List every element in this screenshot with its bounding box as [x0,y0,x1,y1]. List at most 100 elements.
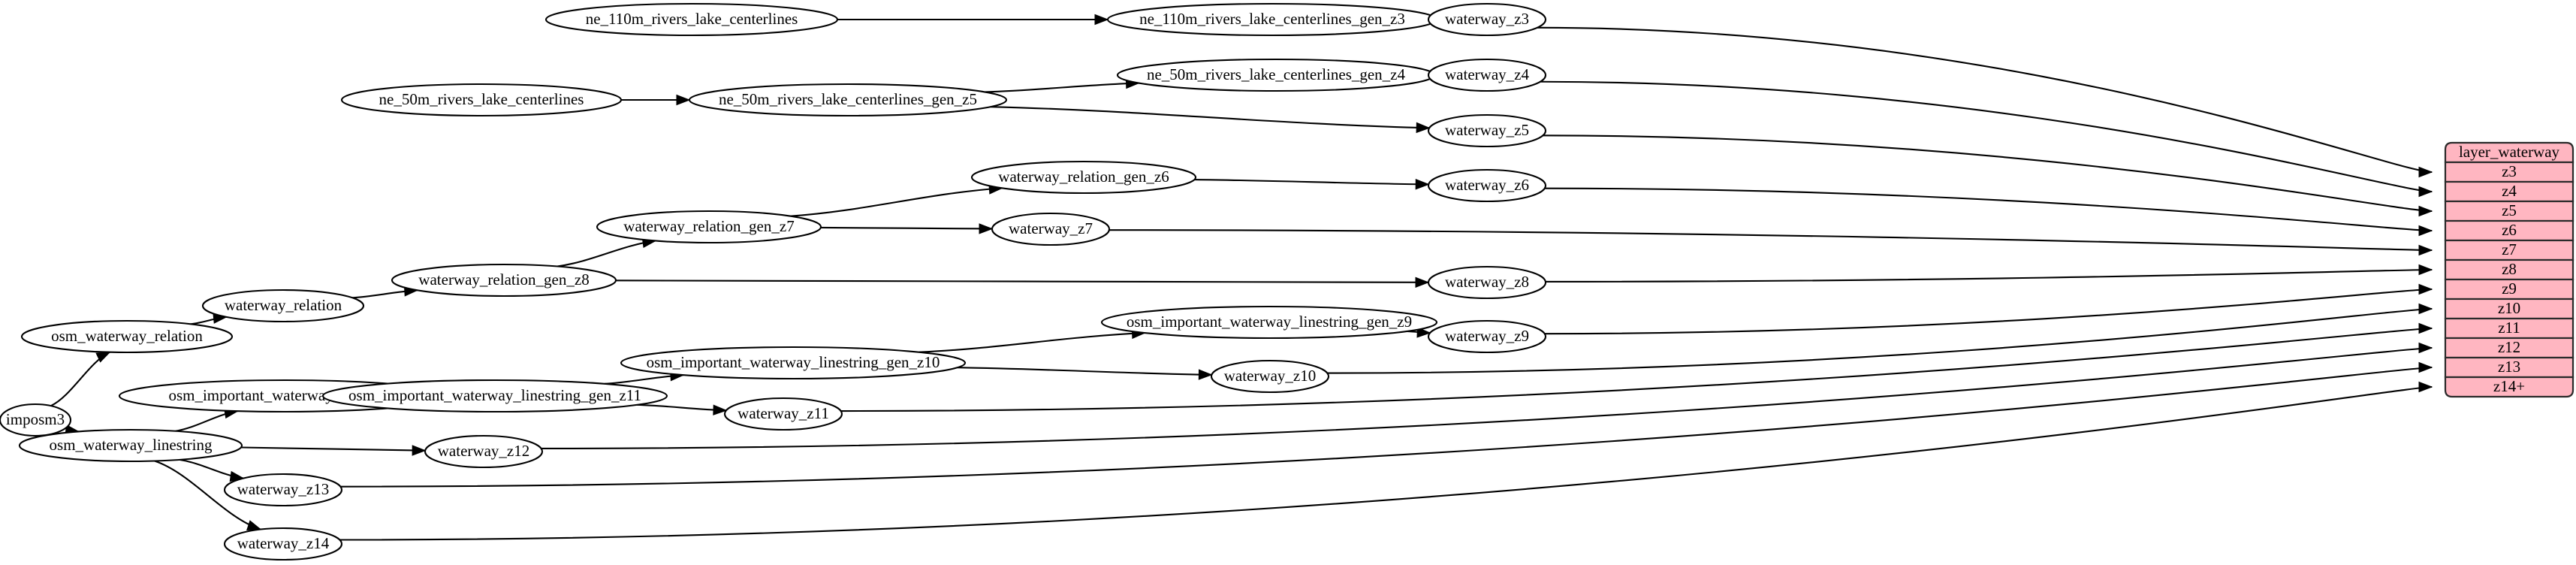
graph-node-osm_waterway_linestring[interactable]: osm_waterway_linestring [18,428,243,463]
node-shape [1427,113,1547,148]
graph-node-ne_110m_rivers_lake_centerlines[interactable]: ne_110m_rivers_lake_centerlines [544,2,839,37]
edge-arrowhead [2418,342,2433,354]
node-label: waterway_z4 [1445,65,1529,83]
layer-table-row-z13[interactable] [2444,356,2574,379]
graph-node-waterway_z7[interactable]: waterway_z7 [991,212,1111,246]
node-shape [1100,305,1438,340]
edge-arrowhead [246,520,262,530]
node-shape [0,403,72,437]
node-label: waterway_z6 [1445,176,1529,194]
nodes-layer: imposm3 osm_waterway_relation osm_waterway… [0,2,1547,561]
layer-table-row-label: z3 [2502,162,2517,180]
node-shape [340,83,623,117]
edge-arrowhead [2418,303,2433,315]
edge-arrowhead [2418,166,2433,178]
layer-table-row-z12[interactable] [2444,337,2574,359]
graph-node-waterway_relation[interactable]: waterway_relation [201,289,365,323]
node-label: osm_important_waterway_linestring_gen_z1… [348,386,641,404]
node-label: waterway_z13 [237,480,329,498]
edge-arrowhead [2418,381,2433,393]
graph-node-osm_waterway_relation[interactable]: osm_waterway_relation [20,319,234,354]
graph-node-waterway_relation_gen_z8[interactable]: waterway_relation_gen_z8 [391,263,617,298]
layer-table-row-label: z7 [2502,240,2517,258]
graph-node-waterway_z10[interactable]: waterway_z10 [1210,359,1330,394]
graph-node-waterway_z13[interactable]: waterway_z13 [223,473,343,507]
layer-table-row-z9[interactable] [2444,278,2574,301]
edge-waterway_relation_gen_z7-to-waterway_relation_gen_z6 [790,187,1003,217]
edge-waterway_z5-to-layer_waterway-z5 [1543,134,2433,213]
graph-node-waterway_z8[interactable]: waterway_z8 [1427,265,1547,300]
node-label: waterway_relation_gen_z6 [998,168,1169,186]
layer-table-title: layer_waterway [2459,143,2560,161]
node-label: waterway_z14 [237,534,330,552]
node-shape [1427,168,1547,203]
node-shape [1427,2,1547,37]
layer-table-row-label: z9 [2502,279,2517,298]
edge-arrowhead [2418,225,2433,237]
edge-arrowhead [1198,369,1213,380]
node-label: waterway_relation_gen_z8 [418,270,589,289]
layer-table-row-label: z8 [2502,260,2517,278]
edges-layer [50,14,2433,541]
graph-node-waterway_relation_gen_z6[interactable]: waterway_relation_gen_z6 [970,160,1197,195]
edge-arrowhead [2418,361,2433,373]
node-label: waterway_relation_gen_z7 [623,217,794,235]
node-shape [688,83,1008,117]
edge-waterway_z13-to-layer_waterway-z13 [340,366,2433,488]
graph-node-osm_important_waterway_linestring_gen_z9[interactable]: osm_important_waterway_linestring_gen_z9 [1100,305,1438,340]
edge-osm_important_waterway_linestring_gen_z11-to-waterway_z11 [637,403,727,412]
node-label: waterway_z9 [1445,327,1529,345]
graph-node-ne_50m_rivers_lake_centerlines_gen_z4[interactable]: ne_50m_rivers_lake_centerlines_gen_z4 [1116,58,1436,92]
edge-osm_important_waterway_linestring_gen_z10-to-waterway_z10 [957,367,1212,376]
edge-osm_waterway_linestring-to-waterway_z14 [154,460,261,530]
graph-node-waterway_z3[interactable]: waterway_z3 [1427,2,1547,37]
graph-node-ne_50m_rivers_lake_centerlines[interactable]: ne_50m_rivers_lake_centerlines [340,83,623,117]
graph-node-waterway_relation_gen_z7[interactable]: waterway_relation_gen_z7 [596,210,822,244]
edge-waterway_z9-to-layer_waterway-z9 [1544,288,2433,335]
graph-node-osm_important_waterway_linestring_gen_z10[interactable]: osm_important_waterway_linestring_gen_z1… [620,346,967,380]
graph-node-waterway_z9[interactable]: waterway_z9 [1427,319,1547,354]
node-label: osm_waterway_relation [51,327,203,345]
node-label: waterway_z3 [1445,10,1529,28]
graph-node-waterway_z6[interactable]: waterway_z6 [1427,168,1547,203]
graph-node-waterway_z14[interactable]: waterway_z14 [223,527,343,561]
layer-table-row-label: z5 [2502,201,2517,219]
edge-waterway_z3-to-layer_waterway-z3 [1537,26,2433,174]
graph-node-waterway_z4[interactable]: waterway_z4 [1427,58,1547,92]
graph-node-ne_110m_rivers_lake_centerlines_gen_z3[interactable]: ne_110m_rivers_lake_centerlines_gen_z3 [1106,2,1438,37]
layer-table-row-z14plus[interactable] [2444,376,2574,398]
graph-node-waterway_z12[interactable]: waterway_z12 [424,434,544,469]
graph-node-osm_important_waterway_linestring_gen_z11[interactable]: osm_important_waterway_linestring_gen_z1… [321,379,668,413]
edge-waterway_z6-to-layer_waterway-z6 [1544,187,2433,232]
edge-arrowhead [2418,283,2433,295]
layer-table-row-label: z12 [2498,338,2520,356]
layer-table-row-label: z13 [2498,358,2520,376]
node-shape [991,212,1111,246]
edge-arrowhead [1415,276,1430,289]
graph-node-ne_50m_rivers_lake_centerlines_gen_z5[interactable]: ne_50m_rivers_lake_centerlines_gen_z5 [688,83,1008,117]
edge-arrowhead [2418,244,2433,256]
node-label: ne_50m_rivers_lake_centerlines_gen_z4 [1147,65,1406,83]
node-shape [1210,359,1330,394]
edge-waterway_relation_gen_z8-to-waterway_z8 [615,279,1429,283]
graph-node-waterway_z11[interactable]: waterway_z11 [723,397,843,431]
layer-table-row-z4[interactable] [2444,180,2574,203]
node-shape [201,289,365,323]
edge-arrowhead [1416,122,1431,134]
layer-table-row-z6[interactable] [2444,219,2574,242]
edge-arrowhead [2418,205,2433,217]
layer-table-row-label: z14+ [2493,377,2525,395]
edge-waterway_z14-to-layer_waterway-z14- [339,385,2433,541]
edge-ne_50m_rivers_lake_centerlines_gen_z5-to-ne_50m_rivers_lake_centerlines_gen_z4 [985,82,1139,93]
edge-arrowhead [979,223,994,234]
edge-waterway_z8-to-layer_waterway-z8 [1545,268,2433,282]
node-shape [424,434,544,469]
node-label: waterway_z5 [1445,121,1529,139]
graph-node-imposm3[interactable]: imposm3 [0,403,72,437]
node-shape [1427,319,1547,354]
graph-node-waterway_z5[interactable]: waterway_z5 [1427,113,1547,148]
edge-arrowhead [1416,327,1431,338]
edge-arrowhead [412,445,427,456]
